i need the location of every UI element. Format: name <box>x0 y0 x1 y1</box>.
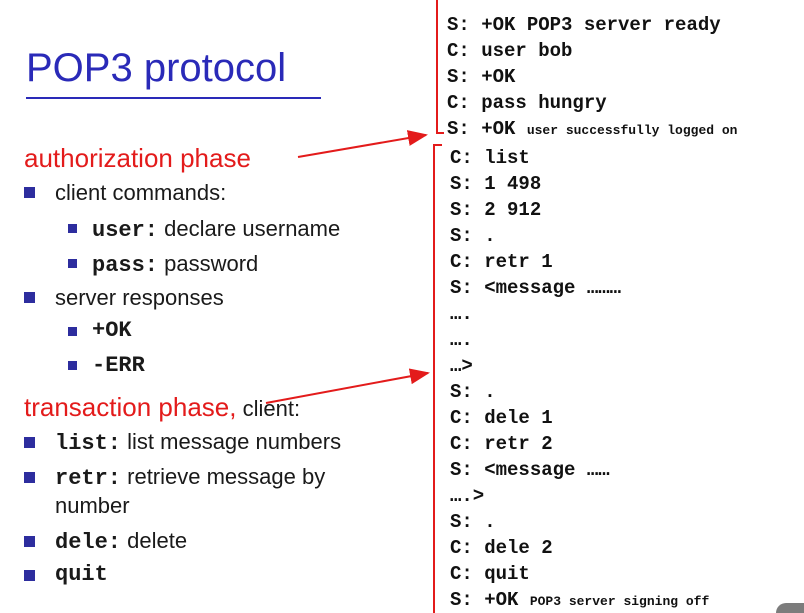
bullet-square-icon <box>68 361 77 370</box>
bullet-square-icon <box>24 187 35 198</box>
transcript-line: C: dele 2 <box>450 537 553 559</box>
quit-command: quit <box>55 562 108 587</box>
transcript-line: C: list <box>450 147 530 169</box>
dele-command-desc: delete <box>121 528 188 553</box>
transcript-line: C: retr 2 <box>450 433 553 455</box>
list-command-item: list: list message numbers <box>55 431 341 455</box>
bullet-square-icon <box>24 472 35 483</box>
retr-command-desc: retrieve message by <box>121 464 326 489</box>
retr-command-desc-cont: number <box>55 493 130 518</box>
bullet-square-icon <box>68 327 77 336</box>
err-response: -ERR <box>92 353 145 378</box>
transcript-line: …. <box>450 303 473 325</box>
transaction-bracket-top <box>433 144 442 146</box>
ok-response: +OK <box>92 318 132 343</box>
title-underline <box>26 97 321 99</box>
pass-command-item: pass: password <box>92 253 258 277</box>
transcript-line: S: <message ……… <box>450 277 622 299</box>
bullet-square-icon <box>68 259 77 268</box>
bullet-square-icon <box>68 224 77 233</box>
transcript-line: C: dele 1 <box>450 407 553 429</box>
transcript-line: ….> <box>450 485 485 507</box>
transcript-line: S: +OK POP3 server signing off <box>450 589 710 611</box>
transcript-line: S: . <box>450 511 496 533</box>
user-command-desc: declare username <box>158 216 341 241</box>
page-title: POP3 protocol <box>26 46 287 90</box>
transcript-line: C: retr 1 <box>450 251 553 273</box>
list-command: list: <box>55 431 122 456</box>
pass-command-desc: password <box>158 251 259 276</box>
transcript-line: …> <box>450 355 473 377</box>
authorization-phase-label: authorization phase <box>24 143 251 173</box>
pass-command: pass: <box>92 253 159 278</box>
transcript-line: …. <box>450 329 473 351</box>
transaction-bracket <box>433 144 435 613</box>
list-command-desc: list message numbers <box>121 429 342 454</box>
bullet-square-icon <box>24 292 35 303</box>
server-responses-label: server responses <box>55 285 224 310</box>
authorization-bracket-foot <box>436 132 444 134</box>
window-corner <box>776 603 804 613</box>
user-command-item: user: declare username <box>92 218 340 242</box>
transcript-line: S: . <box>450 381 496 403</box>
transcript-line: C: user bob <box>447 40 573 62</box>
transcript-line: S: 2 912 <box>450 199 542 221</box>
authorization-phase-heading: authorization phase <box>24 145 251 171</box>
transcript-line: S: . <box>450 225 496 247</box>
transcript-line: S: <message …… <box>450 459 610 481</box>
transcript-line: C: pass hungry <box>447 92 607 114</box>
retr-command-item: retr: retrieve message by <box>55 466 325 490</box>
dele-command-item: dele: delete <box>55 530 187 554</box>
transcript-line: S: 1 498 <box>450 173 542 195</box>
user-command: user: <box>92 218 159 243</box>
bullet-square-icon <box>24 570 35 581</box>
transcript-line: S: +OK POP3 server ready <box>447 14 721 36</box>
transaction-phase-label: transaction phase, <box>24 392 237 422</box>
transcript-line: C: quit <box>450 563 530 585</box>
bullet-square-icon <box>24 437 35 448</box>
bullet-square-icon <box>24 536 35 547</box>
transaction-phase-suffix: client: <box>236 396 301 421</box>
retr-command: retr: <box>55 466 122 491</box>
authorization-arrow <box>297 130 428 158</box>
dele-command: dele: <box>55 530 122 555</box>
transcript-line: S: +OK user successfully logged on <box>447 118 738 140</box>
transaction-arrow <box>265 368 430 404</box>
transaction-phase-heading: transaction phase, client: <box>24 394 300 420</box>
authorization-bracket <box>436 0 438 134</box>
transcript-line: S: +OK <box>447 66 516 88</box>
client-commands-label: client commands: <box>55 180 227 205</box>
